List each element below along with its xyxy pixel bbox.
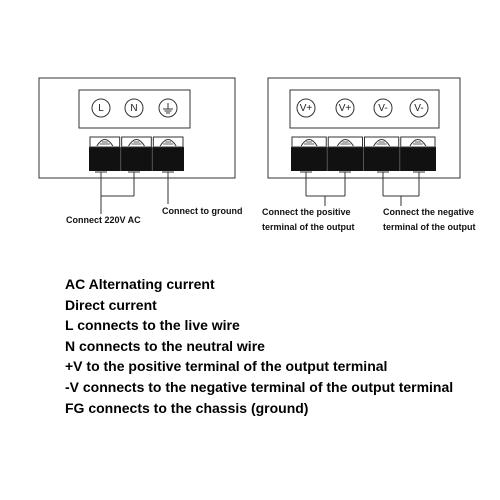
output-screw-terminal-1[interactable] [291,136,327,148]
input-screw-terminal-1[interactable] [89,136,121,148]
input-terminal-2-symbol: N [124,98,144,118]
legend-line: L connects to the live wire [65,317,240,334]
label-positive-line-2: terminal of the output [262,222,355,232]
input-terminal-1-label: L [98,103,104,114]
output-terminal-1-symbol: V+ [296,98,316,118]
input-symbol-panel [78,89,191,129]
label-connect-ground-text: Connect to ground [162,206,243,216]
label-positive-line-1: Connect the positive [262,207,351,217]
legend-list: AC Alternating current Direct current L … [65,274,495,418]
label-connect-negative: Connect the negative terminal of the out… [383,205,476,235]
circle-letter-icon [124,98,144,118]
circle-letter-icon [373,98,393,118]
output-terminal-2-label: V+ [339,103,352,114]
legend-line: Direct current [65,296,157,313]
input-terminal-2-label: N [130,103,137,114]
label-negative-line-2: terminal of the output [383,222,476,232]
output-terminal-2-symbol: V+ [335,98,355,118]
input-unit-housing [38,77,236,179]
screw-icon [336,139,354,147]
label-connect-ground: Connect to ground [162,204,243,219]
legend-line: N connects to the neutral wire [65,337,265,354]
legend-line: AC Alternating current [65,276,215,292]
label-connect-ac: Connect 220V AC [66,213,141,228]
output-screw-terminal-2[interactable] [326,136,363,171]
legend-line: +V to the positive terminal of the outpu… [65,358,388,375]
screw-icon [409,139,427,147]
screw-icon [373,139,391,147]
screw-icon [159,139,177,147]
circle-letter-icon [409,98,429,118]
input-leader-lines [95,171,174,214]
circle-letter-icon [335,98,355,118]
output-terminal-block [291,136,436,171]
screw-icon [300,139,318,147]
circle-letter-icon [91,98,111,118]
input-terminal-block [89,136,184,171]
screw-icon [96,139,114,147]
output-leader-lines [300,171,425,206]
output-screw-terminal-4[interactable] [399,136,436,171]
input-terminal-1-symbol: L [91,98,111,118]
input-screw-terminal-3[interactable] [151,136,184,171]
label-connect-ac-text: Connect 220V AC [66,215,141,225]
legend-line: FG connects to the chassis (ground) [65,399,309,416]
output-terminal-3-symbol: V- [373,98,393,118]
output-terminal-1-label: V+ [300,103,313,114]
output-symbol-panel [289,89,440,129]
input-terminal-3-ground [158,98,178,118]
screw-icon [128,139,145,147]
output-terminal-4-label: V- [414,103,423,114]
output-screw-terminal-3[interactable] [363,136,400,171]
label-negative-line-1: Connect the negative [383,207,475,217]
circle-letter-icon [296,98,316,118]
legend-line: -V connects to the negative terminal of … [65,378,454,395]
output-terminal-unit: V+ V+ V- V- [267,77,461,206]
input-screw-terminal-2[interactable] [120,136,152,171]
output-unit-housing [267,77,461,179]
label-connect-positive: Connect the positive terminal of the out… [262,205,355,235]
input-block-body [89,147,184,171]
output-terminal-3-label: V- [378,103,387,114]
output-terminal-4-symbol: V- [409,98,429,118]
